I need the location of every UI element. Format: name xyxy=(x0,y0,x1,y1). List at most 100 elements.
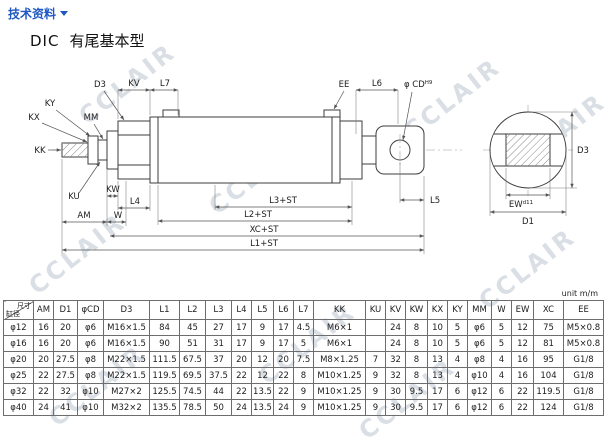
table-cell: 6 xyxy=(491,399,512,416)
table-cell: φ8 xyxy=(467,351,492,368)
table-cell: 20 xyxy=(53,319,78,336)
column-header: L4 xyxy=(231,300,252,320)
table-cell: 9 xyxy=(365,367,386,384)
table-cell: 30 xyxy=(385,383,406,400)
table-cell: 27.5 xyxy=(53,351,78,368)
table-cell: 4 xyxy=(447,351,468,368)
dim-label-kw: KW xyxy=(106,185,120,195)
table-cell: 20 xyxy=(53,335,78,352)
table-cell: 9.5 xyxy=(405,383,428,400)
table-cell: 16 xyxy=(511,367,534,384)
column-header: KX xyxy=(427,300,448,320)
column-header: L3 xyxy=(205,300,232,320)
tail-neck xyxy=(361,135,377,165)
table-cell: M10×1.25 xyxy=(313,399,366,416)
dim-label-d1: D1 xyxy=(522,217,534,227)
column-header: EW xyxy=(511,300,534,320)
table-cell: 10 xyxy=(427,319,448,336)
table-cell: 8 xyxy=(405,351,428,368)
table-cell: 17 xyxy=(231,319,252,336)
table-cell: 51 xyxy=(179,335,206,352)
column-header: KK xyxy=(313,300,366,320)
dim-label-ee: EE xyxy=(339,80,350,90)
table-cell: 17 xyxy=(427,383,448,400)
dim-label-l6: L6 xyxy=(372,79,382,89)
cylinder-tube xyxy=(149,116,341,184)
column-header: AM xyxy=(33,300,54,320)
column-header: L2 xyxy=(179,300,206,320)
table-cell: 6 xyxy=(447,383,468,400)
table-cell: M5×0.8 xyxy=(563,319,604,336)
table-cell: 45 xyxy=(179,319,206,336)
table-cell: 8 xyxy=(293,367,314,384)
table-cell: M10×1.25 xyxy=(313,383,366,400)
cylinder-end-view xyxy=(489,111,567,189)
table-cell: 13 xyxy=(427,367,448,384)
dim-label-l5: L5 xyxy=(430,196,440,206)
table-cell: 16 xyxy=(33,319,54,336)
table-cell: 8 xyxy=(405,335,428,352)
table-cell: 24 xyxy=(385,319,406,336)
rod-cover-hex xyxy=(117,120,151,180)
table-cell: 24 xyxy=(231,399,252,416)
table-cell: φ10 xyxy=(467,367,492,384)
table-cell: M27×2 xyxy=(103,383,150,400)
rod-collar xyxy=(97,139,108,161)
breadcrumb[interactable]: 技术资料 xyxy=(8,5,69,22)
table-cell: 4 xyxy=(447,367,468,384)
table-cell: 17 xyxy=(427,399,448,416)
table-cell: φ12 xyxy=(467,399,492,416)
table-cell: 5 xyxy=(491,335,512,352)
table-cell: 6 xyxy=(491,383,512,400)
row-header-bore: φ12 xyxy=(3,319,34,336)
table-cell: G1/8 xyxy=(563,399,604,416)
table-cell: 4.5 xyxy=(293,319,314,336)
column-header: KV xyxy=(385,300,406,320)
table-cell: 12 xyxy=(511,319,534,336)
dim-label-w: W xyxy=(114,211,123,221)
table-cell: 44 xyxy=(205,383,232,400)
table-cell: 81 xyxy=(533,335,564,352)
table-cell: 24 xyxy=(33,399,54,416)
table-cell: M6×1 xyxy=(313,319,366,336)
dimensions-endview: D3 EWd11 D1 xyxy=(489,111,589,227)
table-cell: 20 xyxy=(273,351,294,368)
table-cell: 67.5 xyxy=(179,351,206,368)
mounting-flange xyxy=(106,130,119,170)
table-cell: 6 xyxy=(447,399,468,416)
table-cell: φ6 xyxy=(467,335,492,352)
table-cell: G1/8 xyxy=(563,383,604,400)
dim-label-ky: KY xyxy=(45,99,56,109)
dimensions-bottom: KW L4 AM W L3+ST L2+ST XC+ST xyxy=(61,159,440,254)
table-cell: M5×0.8 xyxy=(563,335,604,352)
column-header: L6 xyxy=(273,300,294,320)
table-cell: 20 xyxy=(33,351,54,368)
table-cell: 84 xyxy=(149,319,180,336)
table-cell: 13.5 xyxy=(251,399,274,416)
dim-label-l4: L4 xyxy=(130,197,140,207)
table-cell: 37 xyxy=(205,351,232,368)
table-cell: 22 xyxy=(231,367,252,384)
column-header: XC xyxy=(533,300,564,320)
breadcrumb-label[interactable]: 技术资料 xyxy=(8,7,57,21)
table-cell: M16×1.5 xyxy=(103,335,150,352)
column-header: EE xyxy=(563,300,604,320)
table-cell: 124 xyxy=(533,399,564,416)
table-cell: 22 xyxy=(511,399,534,416)
table-cell: M6×1 xyxy=(313,335,366,352)
port-left xyxy=(162,109,180,118)
table-cell: 16 xyxy=(511,351,534,368)
table-cell: 104 xyxy=(533,367,564,384)
table-cell: 78.5 xyxy=(179,399,206,416)
table-cell: 17 xyxy=(273,335,294,352)
table-cell: φ6 xyxy=(77,319,104,336)
table-cell: 119.5 xyxy=(533,383,564,400)
table-cell: 8 xyxy=(405,367,428,384)
table-cell: 9 xyxy=(293,399,314,416)
row-header-bore: φ16 xyxy=(3,335,34,352)
dim-label-cd: φ CDH9 xyxy=(404,80,433,90)
